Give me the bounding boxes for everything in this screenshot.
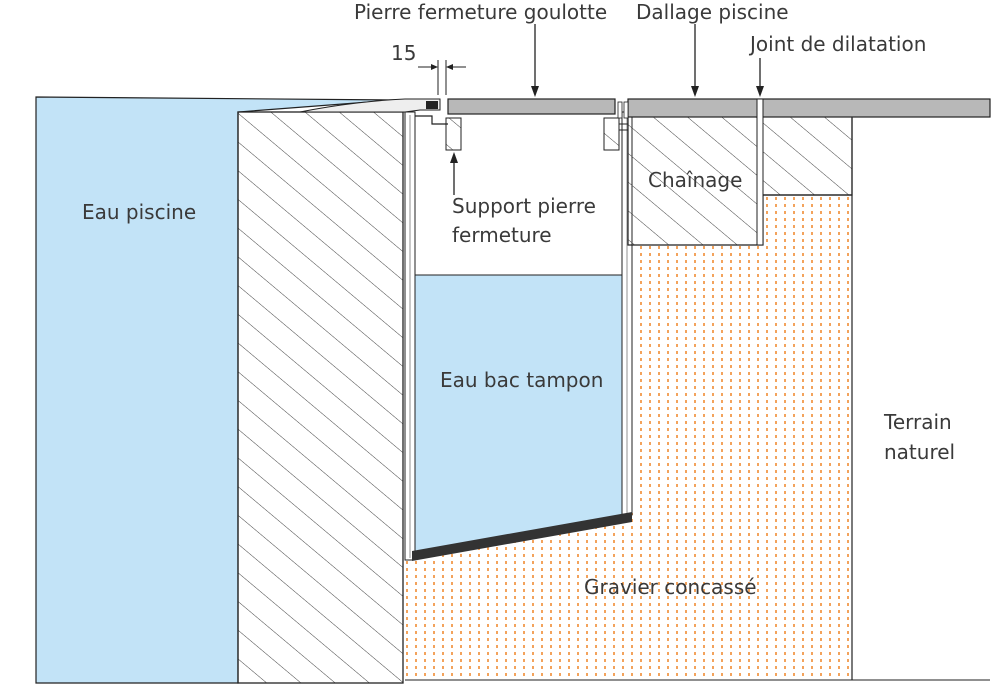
natural-terrain — [851, 118, 990, 681]
gravel-zone — [405, 195, 852, 681]
label-gravier: Gravier concassé — [584, 575, 757, 599]
label-support-line2: fermeture — [452, 223, 552, 247]
label-joint-dilatation: Joint de dilatation — [748, 32, 926, 56]
stone-support-left — [445, 117, 462, 151]
label-dimension-15: 15 — [391, 41, 416, 65]
label-eau-piscine: Eau piscine — [82, 200, 196, 224]
expansion-joint — [756, 98, 764, 246]
closing-stone-slab — [447, 98, 616, 115]
label-support-line1: Support pierre — [452, 194, 596, 218]
pool-deck-slab — [627, 98, 991, 118]
label-chainage: Chaînage — [648, 168, 742, 192]
lining-clip-right — [617, 101, 629, 119]
label-eau-bac-tampon: Eau bac tampon — [440, 368, 603, 392]
label-terrain-line2: naturel — [884, 440, 955, 464]
buffer-tank-water — [414, 274, 623, 557]
stone-support-right — [603, 117, 628, 151]
label-terrain-line1: Terrain — [883, 410, 952, 434]
leader-arrow-pierre-fermeture — [531, 24, 539, 97]
leader-arrow-dallage — [691, 24, 699, 97]
pool-wall — [237, 111, 404, 684]
coping-edge-profile — [299, 98, 448, 125]
label-pierre-fermeture: Pierre fermeture goulotte — [354, 0, 607, 24]
tank-bottom-slope — [412, 512, 632, 561]
dimension-marker — [418, 60, 466, 95]
leader-arrow-support — [450, 152, 458, 195]
leader-arrow-joint — [756, 58, 764, 97]
label-dallage: Dallage piscine — [636, 0, 789, 24]
